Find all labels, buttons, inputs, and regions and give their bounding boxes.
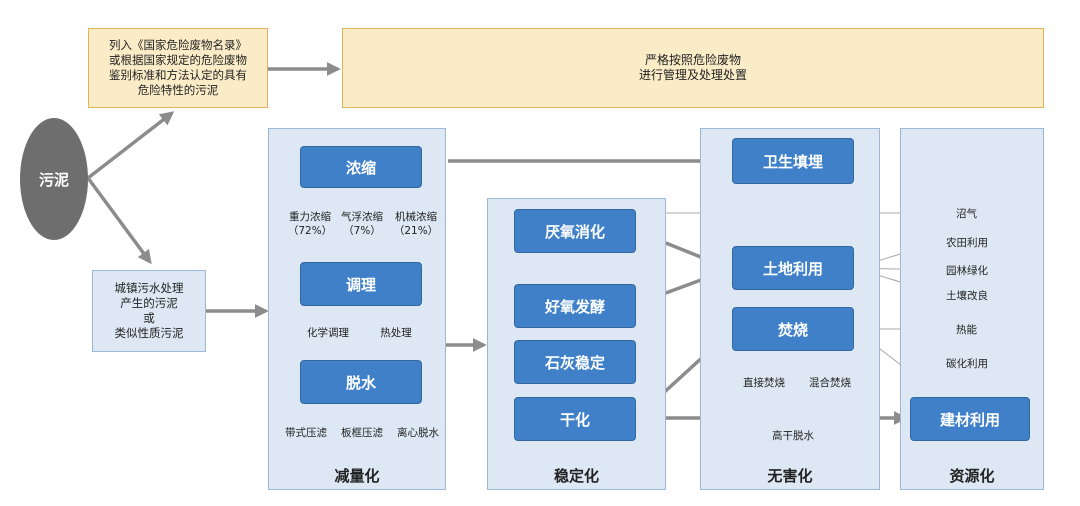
process-aerobic: 好氧发酵 bbox=[514, 284, 636, 328]
process-dewater-label: 脱水 bbox=[345, 373, 376, 392]
dewater-belt: 带式压滤 bbox=[285, 427, 327, 439]
panel-title-reduce: 减量化 bbox=[334, 467, 380, 485]
hazard-line: 鉴别标准和方法认定的具有 bbox=[109, 68, 247, 82]
resource-carbon: 碳化利用 bbox=[946, 358, 988, 370]
panel-reduce: 减量化 bbox=[268, 128, 446, 490]
method-pct: （7%） bbox=[343, 225, 381, 237]
panel-title-stabilize: 稳定化 bbox=[553, 467, 599, 485]
hazard-treatment-box: 严格按照危险废物 进行管理及处理处置 bbox=[342, 28, 1044, 108]
condition-chemical: 化学调理 bbox=[307, 327, 349, 339]
process-lime-label: 石灰稳定 bbox=[544, 353, 605, 372]
process-anaerobic-label: 厌氧消化 bbox=[544, 222, 605, 241]
city-sludge-box: 城镇污水处理 产生的污泥 或 类似性质污泥 bbox=[92, 270, 206, 352]
process-landfill-label: 卫生填埋 bbox=[762, 152, 823, 171]
hazard-treatment-line: 严格按照危险废物 bbox=[644, 53, 741, 67]
hazard-line: 危险特性的污泥 bbox=[137, 83, 219, 97]
method-name: 气浮浓缩 bbox=[341, 211, 383, 223]
condition-thermal: 热处理 bbox=[380, 327, 412, 339]
process-thicken: 浓缩 bbox=[300, 146, 422, 188]
arrow-sludge-hazard bbox=[86, 111, 175, 180]
process-land-use-label: 土地利用 bbox=[762, 259, 823, 278]
thicken-flotation: 气浮浓缩 （7%） bbox=[330, 210, 394, 238]
sludge-node: 污泥 bbox=[20, 118, 88, 240]
method-pct: （21%） bbox=[393, 225, 439, 237]
panel-title-resource: 资源化 bbox=[949, 467, 995, 485]
process-land-use: 土地利用 bbox=[732, 246, 854, 290]
resource-heat: 热能 bbox=[956, 324, 977, 336]
resource-soil: 土壤改良 bbox=[946, 290, 988, 302]
incinerate-direct: 直接焚烧 bbox=[743, 377, 785, 389]
process-dry-label: 干化 bbox=[559, 410, 590, 429]
process-incinerate: 焚烧 bbox=[732, 307, 854, 351]
process-condition-label: 调理 bbox=[345, 275, 376, 294]
process-building-label: 建材利用 bbox=[939, 410, 1000, 429]
process-landfill: 卫生填埋 bbox=[732, 138, 854, 184]
process-building: 建材利用 bbox=[910, 397, 1030, 441]
city-line: 类似性质污泥 bbox=[114, 326, 184, 340]
city-line: 或 bbox=[143, 311, 155, 325]
hazard-treatment-line: 进行管理及处理处置 bbox=[638, 68, 747, 82]
dewater-plate: 板框压滤 bbox=[341, 427, 383, 439]
process-condition: 调理 bbox=[300, 262, 422, 306]
thicken-gravity: 重力浓缩 （72%） bbox=[278, 210, 342, 238]
process-incinerate-label: 焚烧 bbox=[777, 320, 808, 339]
arrow-sludge-city bbox=[86, 176, 152, 265]
process-dewater: 脱水 bbox=[300, 360, 422, 404]
process-aerobic-label: 好氧发酵 bbox=[544, 297, 605, 316]
process-lime: 石灰稳定 bbox=[514, 340, 636, 384]
hazard-line: 列入《国家危险废物名录》 bbox=[109, 38, 247, 52]
high-dry-dewater-label: 高干脱水 bbox=[772, 430, 814, 442]
panel-title-harmless: 无害化 bbox=[767, 467, 813, 485]
resource-biogas: 沼气 bbox=[956, 208, 977, 220]
method-name: 机械浓缩 bbox=[395, 211, 437, 223]
method-pct: （72%） bbox=[287, 225, 333, 237]
incinerate-mixed: 混合焚烧 bbox=[809, 377, 851, 389]
city-line: 城镇污水处理 bbox=[114, 281, 184, 295]
thicken-mechanical: 机械浓缩 （21%） bbox=[384, 210, 448, 238]
process-anaerobic: 厌氧消化 bbox=[514, 209, 636, 253]
city-line: 产生的污泥 bbox=[120, 296, 178, 310]
process-dry: 干化 bbox=[514, 397, 636, 441]
process-thicken-label: 浓缩 bbox=[345, 158, 376, 177]
resource-garden: 园林绿化 bbox=[946, 265, 988, 277]
resource-farmland: 农田利用 bbox=[946, 237, 988, 249]
hazard-definition-box: 列入《国家危险废物名录》 或根据国家规定的危险废物 鉴别标准和方法认定的具有 危… bbox=[88, 28, 268, 108]
sludge-label: 污泥 bbox=[38, 170, 69, 189]
dewater-centrifuge: 离心脱水 bbox=[397, 427, 439, 439]
hazard-line: 或根据国家规定的危险废物 bbox=[109, 53, 247, 67]
method-name: 重力浓缩 bbox=[289, 211, 331, 223]
